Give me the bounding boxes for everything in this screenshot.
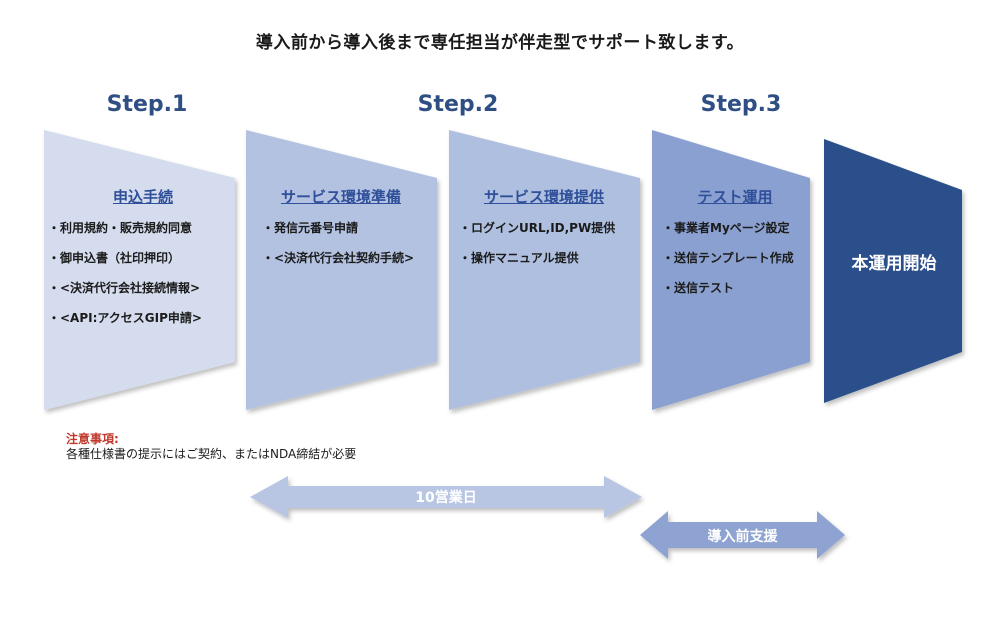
note-text: 各種仕様書の提示にはご契約、またはNDA締結が必要 (66, 447, 357, 461)
card-title: サービス環境準備 (280, 188, 401, 206)
card-item: ・<決済代行会社接続情報> (48, 281, 201, 295)
arrow-shape-10-business-days (250, 476, 642, 518)
arrow-shape-pre-support (640, 511, 845, 559)
card-item: ・発信元番号申請 (262, 221, 359, 235)
card-item: ・利用規約・販売規約同意 (48, 221, 193, 235)
note-title: 注意事項: (66, 432, 119, 446)
final-label: 本運用開始 (851, 254, 937, 274)
card-item: ・ログインURL,ID,PW提供 (459, 221, 616, 235)
step-label-1: Step.1 (106, 92, 188, 117)
card-shape-1 (44, 130, 235, 410)
card-test-operation: テスト運用 ・事業者Myページ設定 ・送信テンプレート作成 ・送信テスト (640, 186, 830, 309)
step-label-2: Step.2 (417, 92, 499, 117)
page-headline: 導入前から導入後まで専任担当が伴走型でサポート致します。 (255, 33, 745, 53)
arrow-label-pre-support: 導入前支援 (707, 529, 778, 545)
final-shape (824, 139, 962, 403)
card-item: ・送信テスト (662, 281, 735, 295)
card-item: ・操作マニュアル提供 (459, 251, 579, 265)
card-environment-setup: サービス環境準備 ・発信元番号申請 ・<決済代行会社契約手続> (246, 186, 436, 279)
card-title: テスト運用 (697, 188, 773, 206)
card-item: ・<API:アクセスGIP申請> (48, 311, 202, 325)
card-environment-provision: サービス環境提供 ・ログインURL,ID,PW提供 ・操作マニュアル提供 (449, 186, 639, 279)
card-item: ・御申込書（社印押印） (48, 251, 181, 265)
card-title: サービス環境提供 (483, 188, 604, 206)
card-title: 申込手続 (112, 188, 173, 206)
card-shape-4 (652, 130, 810, 410)
card-item: ・事業者Myページ設定 (662, 221, 790, 235)
card-item: ・<決済代行会社契約手続> (262, 251, 415, 265)
step-label-3: Step.3 (700, 92, 782, 117)
arrow-label-10-business-days: 10営業日 (415, 490, 477, 506)
card-application: 申込手続 ・利用規約・販売規約同意 ・御申込書（社印押印） ・<決済代行会社接続… (48, 186, 238, 339)
card-shape-2 (246, 130, 437, 410)
card-item: ・送信テンプレート作成 (662, 251, 794, 265)
card-shape-3 (449, 130, 640, 410)
